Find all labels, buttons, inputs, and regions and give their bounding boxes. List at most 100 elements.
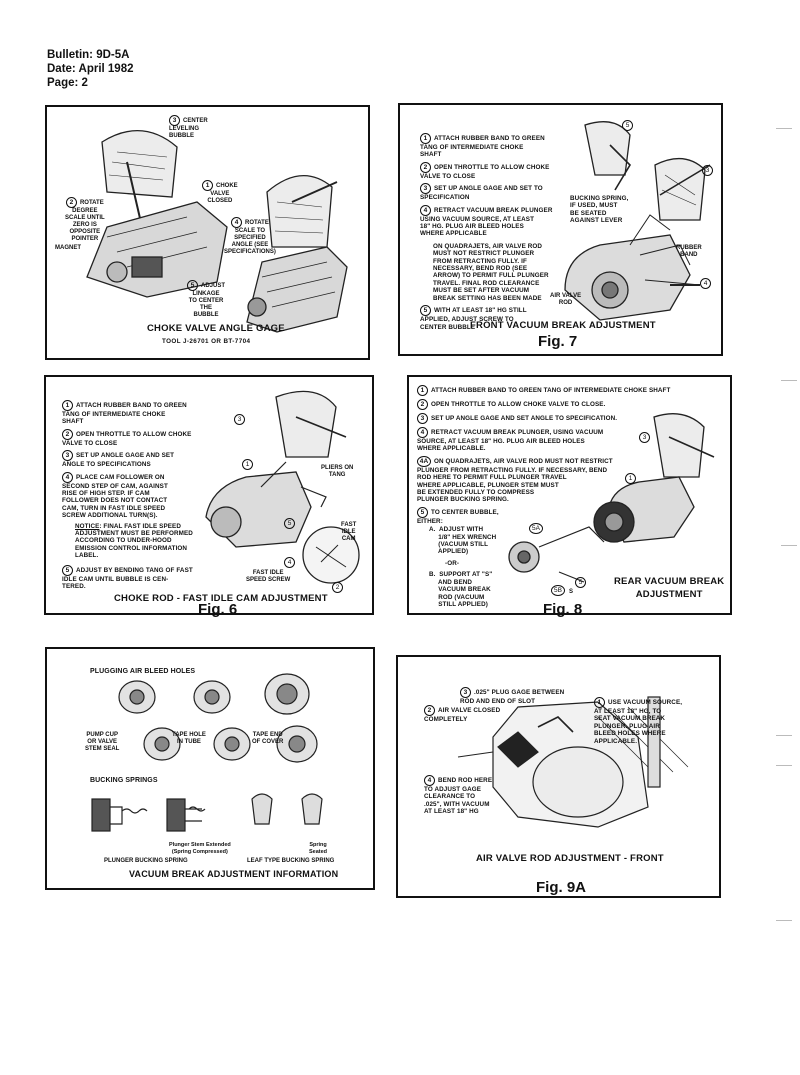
- step-number-icon: 3: [62, 450, 73, 462]
- step-number-icon: 3: [169, 115, 180, 126]
- step-number-icon: 5: [284, 518, 295, 529]
- step-number-icon: 1: [625, 473, 636, 484]
- option-b-text: B. SUPPORT AT "S" AND BEND VACUUM BREAK …: [429, 571, 493, 608]
- step-number-icon: 4: [231, 217, 243, 228]
- step-number-icon: 1: [417, 385, 428, 396]
- rear-vacuum-break-illustration: [508, 413, 715, 583]
- margin-mark: [781, 380, 797, 381]
- step-number-icon: 4: [420, 204, 431, 216]
- step-number-icon: 2: [332, 582, 343, 593]
- step-number-icon: 2: [65, 197, 77, 208]
- vacuum-break-info-panel: PLUGGING AIR BLEED HOLES PUMP CUP OR VAL…: [45, 647, 375, 890]
- margin-mark: [781, 545, 797, 546]
- figure-number: Fig. 7: [538, 333, 578, 350]
- plunger-bucking-label: PLUNGER BUCKING SPRING: [104, 858, 188, 864]
- panel-caption: AIR VALVE ROD ADJUSTMENT - FRONT: [476, 853, 664, 864]
- step-number-icon: 4: [284, 557, 295, 568]
- margin-mark: [776, 920, 792, 921]
- step-number-icon: 1: [62, 400, 73, 411]
- figure-number: Fig. 8: [543, 601, 583, 618]
- magnet-label: MAGNET: [55, 245, 81, 251]
- plugging-heading: PLUGGING AIR BLEED HOLES: [90, 668, 196, 675]
- step-number-icon: 1: [594, 697, 605, 708]
- panel-caption: CHOKE ROD - FAST IDLE CAM ADJUSTMENT: [114, 593, 328, 604]
- panel-caption: REAR VACUUM BREAK ADJUSTMENT: [614, 576, 725, 600]
- air-valve-rod-illustration: [457, 696, 689, 828]
- plug-gage-label: 3.025" PLUG GAGE BETWEEN ROD AND END OF …: [460, 687, 565, 705]
- bucking-spring-label: BUCKING SPRING, IF USED, MUST BE SEATED …: [570, 195, 629, 225]
- step-number-icon: 2: [62, 428, 73, 440]
- step-number-icon: 5: [187, 280, 198, 291]
- stem-extended-label: Plunger Stem Extended (Spring Compressed…: [169, 842, 231, 855]
- bulletin-header: Bulletin: 9D-5A Date: April 1982 Page: 2: [47, 48, 134, 90]
- margin-mark: [776, 128, 792, 129]
- figure-number: Fig. 6: [198, 601, 238, 618]
- panel-caption: FRONT VACUUM BREAK ADJUSTMENT: [470, 320, 656, 331]
- air-valve-rod-panel: 3.025" PLUG GAGE BETWEEN ROD AND END OF …: [396, 655, 721, 898]
- step-number-icon: 2: [424, 705, 435, 716]
- step-number-icon: 2: [417, 399, 428, 410]
- option-a-text: A. ADJUST WITH 1/8" HEX WRENCH (VACUUM S…: [429, 526, 497, 556]
- page-number: Page: 2: [47, 77, 88, 89]
- step-number-icon: 5: [622, 120, 633, 131]
- step-number-icon: 3: [420, 183, 431, 195]
- front-vacuum-break-illustration: [564, 121, 711, 321]
- step-number-icon: 5: [62, 564, 73, 576]
- step-number-icon: 3: [639, 432, 650, 443]
- quadrajet-note: ON QUADRAJETS, AIR VALVE ROD MUST NOT RE…: [433, 242, 549, 302]
- bucking-springs-heading: BUCKING SPRINGS: [90, 777, 158, 784]
- tool-number: TOOL J-26701 OR BT-7704: [162, 338, 251, 345]
- step-number-icon: 5B: [551, 585, 565, 596]
- step-number-icon: 4: [424, 775, 435, 786]
- step-number-icon: 1: [420, 133, 431, 144]
- step-number-icon: 5A: [529, 523, 543, 534]
- step-number-icon: 5: [575, 577, 586, 588]
- spring-sealed-label: Spring Seated: [309, 842, 328, 855]
- step-number-icon: 3: [417, 413, 428, 424]
- pump-cup-label: PUMP CUP OR VALVE STEM SEAL: [85, 732, 120, 752]
- step-number-icon: 2: [420, 161, 431, 173]
- margin-mark: [776, 765, 792, 766]
- leaf-type-label: LEAF TYPE BUCKING SPRING: [247, 858, 335, 864]
- bulletin-number: Bulletin: 9D-5A: [47, 49, 130, 61]
- step-number-icon: 3: [702, 165, 713, 176]
- step-number-icon: 3: [460, 687, 471, 698]
- step-number-icon: 4A: [417, 455, 431, 467]
- step-number-icon: 4: [417, 427, 428, 438]
- support-point-label: S: [569, 589, 574, 595]
- air-valve-rod-label: AIR VALVE ROD: [550, 293, 582, 306]
- margin-mark: [776, 735, 792, 736]
- bulletin-date: Date: April 1982: [47, 63, 134, 75]
- figure-number: Fig. 9A: [536, 879, 587, 896]
- panel-caption: VACUUM BREAK ADJUSTMENT INFORMATION: [129, 869, 339, 879]
- angle-gage-illustration: [86, 130, 348, 333]
- step-number-icon: 3: [234, 414, 245, 425]
- vacuum-break-info-illustration: [91, 673, 323, 832]
